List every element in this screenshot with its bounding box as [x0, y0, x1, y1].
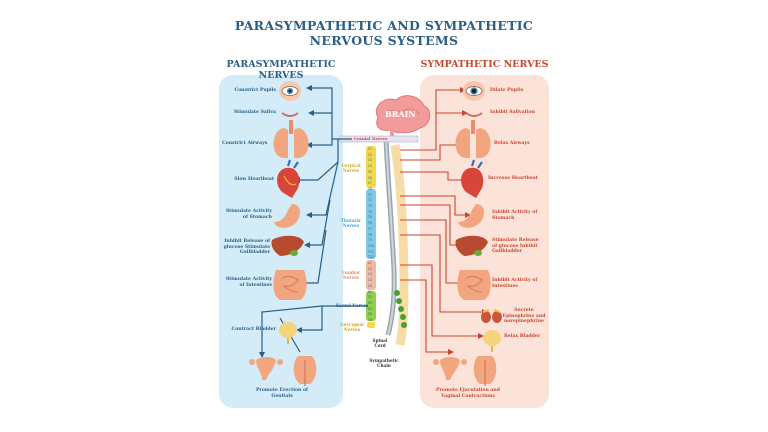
vertebra-code: T5 — [368, 215, 372, 220]
vertebra-code: C3 — [368, 158, 372, 163]
lumbar-segment — [366, 260, 376, 290]
vertebra-code: T12 — [368, 255, 374, 260]
vertebra-code: C2 — [368, 152, 372, 157]
vertebra-code: S1 — [368, 289, 372, 294]
mouth-icon — [465, 112, 483, 117]
para-stimulate-intestines: Stimulate Activity of Intestines — [225, 277, 272, 288]
vertebra-code: L5 — [368, 283, 372, 288]
sympathetic-chain-label: Sympathetic Chain — [369, 358, 399, 369]
liver-icon — [455, 235, 488, 256]
eye-icon — [463, 81, 485, 101]
para-promote-erection: Promote Erection of Genitals — [255, 388, 309, 399]
vertebra-code: Co — [368, 318, 372, 322]
stomach-icon — [458, 204, 484, 228]
vertebra-code: C8 — [368, 186, 372, 191]
symp-dilate-pupils: Dilate Pupils — [490, 88, 524, 93]
vertebra-code: T7 — [368, 226, 372, 231]
title-line-1: PARASYMPATHETIC AND SYMPATHETIC — [234, 18, 534, 33]
cervical-nerves-label: Cervical Nerves — [341, 163, 361, 174]
uterus-icon — [433, 357, 467, 380]
vertebra-code: L4 — [368, 278, 372, 283]
vertebra-code: T8 — [368, 232, 372, 237]
lumbar-nerves-label: Lumbar Nerves — [341, 270, 361, 281]
heart-icon — [461, 159, 484, 198]
male-reproductive-icon — [473, 356, 497, 386]
vertebra-code: C1 — [368, 147, 372, 151]
symp-inhibit-gallbladder: Stimulate Release of glucose Inhibit Gal… — [492, 238, 539, 255]
lungs-icon — [455, 120, 491, 158]
symp-increase-heartbeat: Increase Heartbeat — [488, 176, 538, 181]
bladder-icon — [483, 330, 501, 352]
symp-promote-ejaculation: Promote Ejaculation and Vaginal Contract… — [436, 388, 500, 399]
coccygeal-segment — [367, 322, 375, 328]
vertebra-code: C4 — [368, 164, 372, 169]
brain-shape — [376, 95, 431, 134]
vertebra-code: T3 — [368, 204, 372, 208]
vertebra-code: T11 — [368, 249, 374, 254]
vertebra-code: T1 — [368, 192, 372, 197]
vertebra-code: S4 — [368, 306, 372, 311]
brain-label: BRAIN — [385, 109, 416, 119]
sacral-nerves-label: Sacral Nerves — [336, 303, 369, 308]
para-stimulate-stomach: Stimulate Activity of Stomach — [225, 209, 272, 220]
spinal-cord-label: Spinal Cord — [372, 338, 388, 349]
sympathetic-ganglia — [394, 290, 407, 328]
vertebra-code: T4 — [368, 209, 372, 214]
vertebra-code: T9 — [368, 238, 372, 243]
vertebra-code: L3 — [368, 272, 372, 277]
para-constrict-airways: Constrict Airways — [222, 141, 268, 146]
intestines-icon — [273, 270, 307, 300]
symp-inhibit-intestines: Inhibit Activity of Intestines — [492, 278, 538, 289]
uterus-icon — [249, 357, 283, 380]
vertebra-code: L2 — [368, 266, 372, 271]
bladder-icon — [279, 322, 297, 344]
symp-relax-bladder: Relax Bladder — [504, 334, 541, 339]
intestines-icon — [457, 270, 491, 300]
symp-relax-airways: Relax Airways — [494, 141, 530, 146]
thoracic-segment — [366, 189, 376, 259]
sacral-segment — [366, 291, 376, 321]
vertebra-code: T10 — [368, 243, 374, 248]
eye-icon — [279, 81, 301, 101]
sympathetic-header: SYMPATHETIC NERVES — [420, 59, 549, 70]
para-constrict-pupils: Constrict Pupils — [234, 88, 276, 93]
para-stimulate-gallbladder: Inhibit Release of glucose Stimulate Gal… — [223, 239, 270, 256]
adrenal-icon — [481, 309, 502, 323]
vertebra-code: C7 — [368, 181, 372, 186]
vertebra-code: S2 — [368, 295, 372, 300]
parasympathetic-header: PARASYMPATHETIC NERVES — [226, 59, 336, 81]
symp-inhibit-stomach: Inhibit Activity of Stomach — [492, 210, 538, 221]
para-stimulate-saliva: Stimulate Saliva — [233, 110, 276, 115]
sympathetic-chain-band — [390, 144, 409, 346]
male-reproductive-icon — [293, 356, 317, 386]
symp-inhibit-salivation: Inhibit Salivation — [490, 110, 535, 115]
vertebra-code: S5 — [368, 312, 372, 317]
vertebra-code: C6 — [368, 175, 372, 180]
mouth-icon — [281, 112, 299, 117]
cervical-segment — [366, 146, 376, 188]
cranial-nerves-label: Cranial Nerves — [354, 136, 388, 141]
para-slow-heartbeat: Slow Heartbeat — [234, 177, 274, 182]
para-contract-bladder: Contract Bladder — [231, 327, 276, 332]
vertebra-code: T6 — [368, 221, 372, 226]
lungs-icon — [273, 120, 309, 158]
thoracic-nerves-label: Thoracic Nerves — [340, 218, 362, 229]
stomach-icon — [274, 204, 300, 228]
vertebra-code: L1 — [368, 261, 372, 265]
coccygeal-nerves-label: Coccygeal Nerves — [340, 322, 364, 333]
liver-icon — [271, 235, 304, 256]
heart-icon — [277, 159, 300, 198]
title-line-2: NERVOUS SYSTEMS — [309, 33, 459, 48]
vertebra-code: T2 — [368, 198, 372, 203]
vertebra-code: C5 — [368, 169, 372, 174]
vertebra-code: S3 — [368, 300, 372, 305]
symp-secrete-epinephrine: Secrete Epinephrine and norepinephrine — [502, 308, 546, 325]
